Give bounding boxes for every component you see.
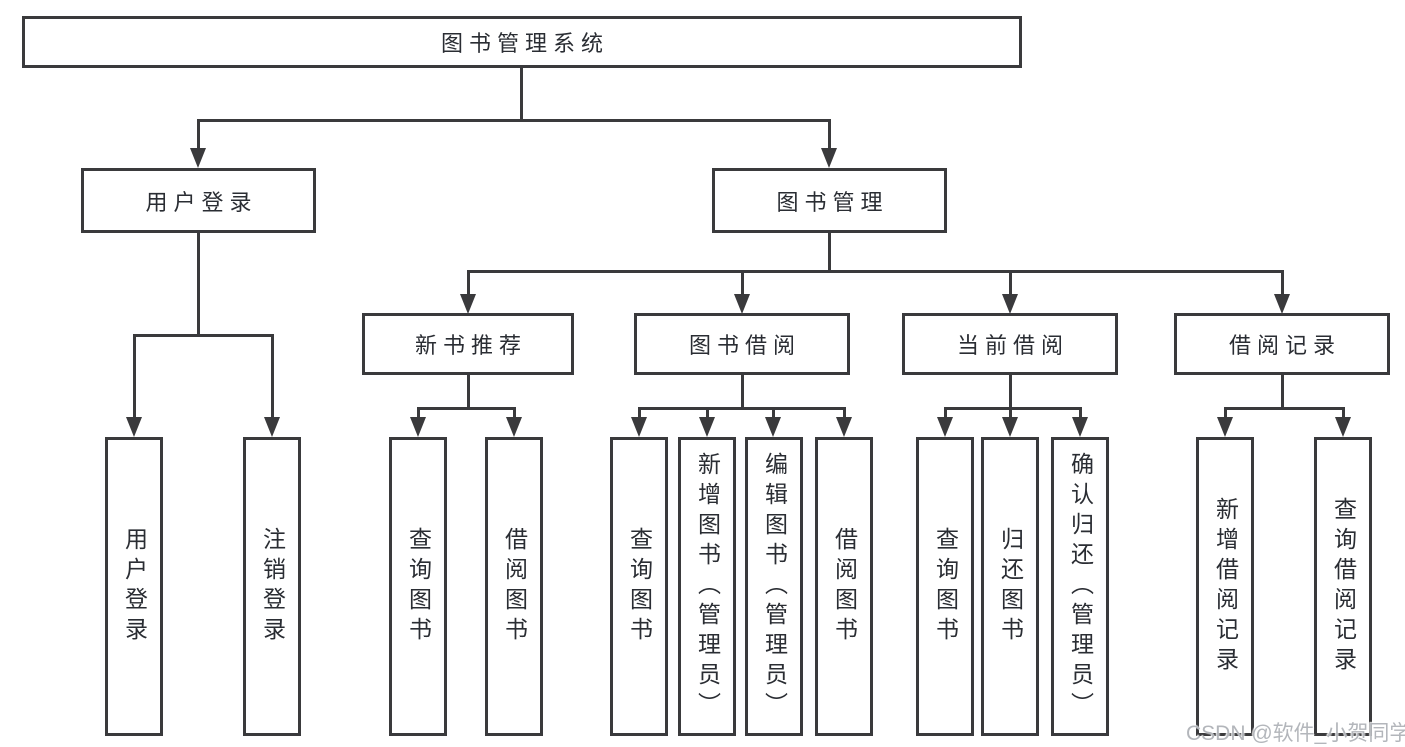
arrow-down-icon <box>699 417 715 437</box>
leaf-query-borrow-record-label: 查询借阅记录 <box>1330 496 1357 677</box>
connector-line <box>1079 407 1082 419</box>
arrow-down-icon <box>1335 417 1351 437</box>
connector-line <box>843 407 846 419</box>
csdn-watermark: CSDN @软件_小贺同学 <box>1186 722 1405 745</box>
connector-line <box>197 233 200 337</box>
node-book-management: 图书管理 <box>712 168 947 233</box>
leaf-user-login: 用户登录 <box>105 437 163 736</box>
leaf-add-book-admin: 新增图书（管理员） <box>678 437 736 736</box>
node-book-borrow: 图书借阅 <box>634 313 850 375</box>
connector-line <box>467 270 470 296</box>
arrow-down-icon <box>631 417 647 437</box>
arrow-down-icon <box>1002 294 1018 314</box>
arrow-down-icon <box>836 417 852 437</box>
node-user-login-label: 用户登录 <box>145 189 258 215</box>
leaf-newbook-borrow-books-label: 借阅图书 <box>501 526 528 647</box>
connector-line <box>944 407 947 419</box>
leaf-add-borrow-record-label: 新增借阅记录 <box>1212 496 1239 677</box>
leaf-logout-label: 注销登录 <box>259 526 286 647</box>
arrow-down-icon <box>460 294 476 314</box>
leaf-current-query-books-label: 查询图书 <box>932 526 959 647</box>
node-book-management-label: 图书管理 <box>776 189 889 215</box>
leaf-edit-book-admin-label: 编辑图书（管理员） <box>761 451 788 722</box>
arrow-down-icon <box>190 148 206 168</box>
arrow-down-icon <box>410 417 426 437</box>
connector-line <box>1009 407 1012 419</box>
node-book-borrow-label: 图书借阅 <box>688 333 801 358</box>
arrow-down-icon <box>506 417 522 437</box>
leaf-return-books: 归还图书 <box>981 437 1039 736</box>
leaf-add-borrow-record: 新增借阅记录 <box>1196 437 1254 736</box>
leaf-confirm-return-admin: 确认归还（管理员） <box>1051 437 1109 736</box>
connector-line <box>133 334 274 337</box>
leaf-borrow-books: 借阅图书 <box>815 437 873 736</box>
connector-line <box>1009 270 1012 296</box>
leaf-borrow-query-books: 查询图书 <box>610 437 668 736</box>
leaf-user-login-label: 用户登录 <box>121 526 148 647</box>
leaf-logout: 注销登录 <box>243 437 301 736</box>
arrow-down-icon <box>1072 417 1088 437</box>
connector-line <box>1224 407 1345 410</box>
connector-line <box>772 407 775 419</box>
node-root: 图书管理系统 <box>22 16 1022 68</box>
connector-line <box>197 119 200 150</box>
arrow-down-icon <box>126 417 142 437</box>
connector-line <box>1342 407 1345 419</box>
connector-line <box>638 407 641 419</box>
connector-line <box>513 407 516 419</box>
node-borrow-records: 借阅记录 <box>1174 313 1390 375</box>
connector-line <box>828 119 831 150</box>
arrow-down-icon <box>937 417 953 437</box>
arrow-down-icon <box>821 148 837 168</box>
connector-line <box>706 407 709 419</box>
node-borrow-records-label: 借阅记录 <box>1228 333 1341 358</box>
leaf-borrow-books-label: 借阅图书 <box>831 526 858 647</box>
connector-line <box>467 375 470 410</box>
leaf-confirm-return-admin-label: 确认归还（管理员） <box>1067 451 1094 722</box>
node-new-book-recommend-label: 新书推荐 <box>414 333 527 358</box>
node-current-borrow-label: 当前借阅 <box>956 333 1069 358</box>
node-new-book-recommend: 新书推荐 <box>362 313 574 375</box>
connector-line <box>271 334 274 419</box>
leaf-newbook-query-books-label: 查询图书 <box>405 526 432 647</box>
connector-line <box>133 334 136 419</box>
node-root-label: 图书管理系统 <box>440 31 609 56</box>
connector-line <box>1224 407 1227 419</box>
connector-line <box>197 119 831 122</box>
connector-line <box>417 407 420 419</box>
arrow-down-icon <box>264 417 280 437</box>
connector-line <box>467 270 1283 273</box>
connector-line <box>520 68 523 120</box>
connector-line <box>828 233 831 273</box>
connector-line <box>417 407 516 410</box>
arrow-down-icon <box>1217 417 1233 437</box>
connector-line <box>1281 375 1284 410</box>
leaf-add-book-admin-label: 新增图书（管理员） <box>694 451 721 722</box>
connector-line <box>944 407 1082 410</box>
connector-line <box>1281 270 1284 296</box>
connector-line <box>741 375 744 410</box>
arrow-down-icon <box>734 294 750 314</box>
arrow-down-icon <box>1274 294 1290 314</box>
node-current-borrow: 当前借阅 <box>902 313 1118 375</box>
leaf-current-query-books: 查询图书 <box>916 437 974 736</box>
leaf-edit-book-admin: 编辑图书（管理员） <box>745 437 803 736</box>
leaf-query-borrow-record: 查询借阅记录 <box>1314 437 1372 736</box>
connector-line <box>741 270 744 296</box>
leaf-return-books-label: 归还图书 <box>997 526 1024 647</box>
arrow-down-icon <box>765 417 781 437</box>
arrow-down-icon <box>1002 417 1018 437</box>
leaf-borrow-query-books-label: 查询图书 <box>626 526 653 647</box>
leaf-newbook-borrow-books: 借阅图书 <box>485 437 543 736</box>
leaf-newbook-query-books: 查询图书 <box>389 437 447 736</box>
node-user-login: 用户登录 <box>81 168 316 233</box>
connector-line <box>638 407 846 410</box>
connector-line <box>1009 375 1012 410</box>
